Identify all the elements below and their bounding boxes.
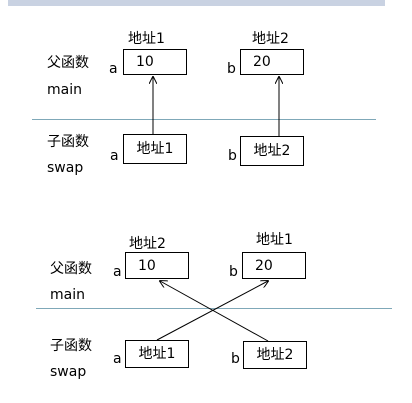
child-function-label: 子函数 — [47, 134, 89, 150]
parent-function-label: 父函数 — [47, 55, 89, 71]
address-label-a: 地址2 — [129, 236, 166, 252]
parent-var-a-label: a — [113, 264, 122, 280]
child-function-label: 子函数 — [50, 338, 92, 354]
parent-var-a-box: 10 — [123, 49, 187, 75]
scope-divider-2 — [36, 308, 392, 309]
child-var-a-value: 地址1 — [138, 346, 176, 362]
child-var-b-value: 地址2 — [253, 143, 291, 159]
parent-var-b-label: b — [229, 264, 238, 280]
child-var-b-box: 地址2 — [240, 136, 304, 166]
parent-var-a-box: 10 — [125, 252, 189, 279]
child-var-a-box: 地址1 — [123, 134, 187, 164]
parent-function-label: 父函数 — [50, 261, 92, 277]
scope-divider-1 — [32, 119, 376, 120]
parent-var-a-label: a — [109, 61, 118, 77]
child-var-b-label: b — [231, 351, 240, 367]
child-var-a-label: a — [110, 148, 119, 164]
child-var-a-value: 地址1 — [136, 141, 174, 157]
child-var-b-label: b — [228, 148, 237, 164]
top-bar — [8, 0, 385, 6]
arrow-b-to-address2-crossed — [160, 281, 269, 342]
parent-var-b-box: 20 — [242, 252, 306, 279]
parent-var-a-value: 10 — [136, 54, 154, 70]
parent-var-b-value: 20 — [253, 54, 271, 70]
child-var-b-box: 地址2 — [243, 341, 307, 369]
parent-var-b-box: 20 — [240, 49, 304, 75]
child-function-name: swap — [50, 364, 87, 380]
address-label-b: 地址1 — [256, 232, 293, 248]
address-label-a: 地址1 — [128, 31, 165, 47]
child-function-name: swap — [47, 160, 84, 176]
parent-var-b-label: b — [227, 61, 236, 77]
parent-var-b-value: 20 — [255, 257, 273, 274]
child-var-a-box: 地址1 — [125, 340, 189, 368]
child-var-b-value: 地址2 — [256, 347, 294, 363]
parent-function-name: main — [50, 287, 85, 303]
parent-function-name: main — [47, 82, 82, 98]
address-label-b: 地址2 — [252, 31, 289, 47]
child-var-a-label: a — [113, 351, 122, 367]
parent-var-a-value: 10 — [138, 257, 156, 274]
